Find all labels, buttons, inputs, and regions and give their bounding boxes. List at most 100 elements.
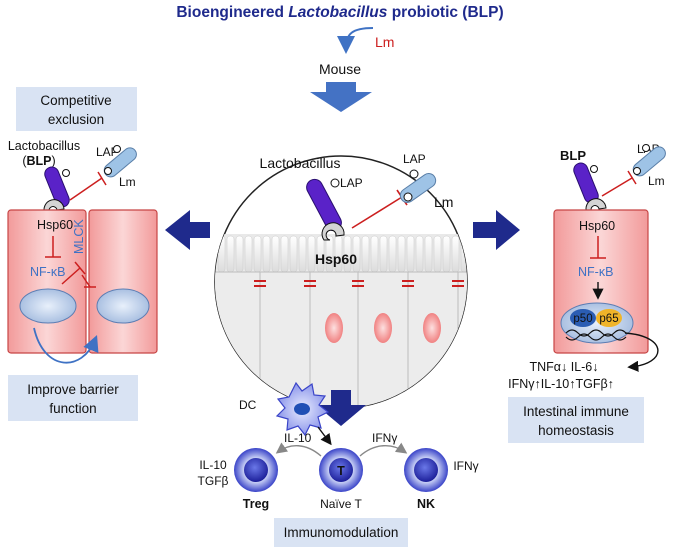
left-panel: Competitive exclusion Lactobacillus (BLP… <box>7 87 158 421</box>
left-nucleus-2 <box>96 288 150 324</box>
right-lm-label: Lm <box>648 174 665 188</box>
barrier-curved-arrow <box>33 327 99 364</box>
naive-t-label: Naïve T <box>320 497 362 511</box>
center-hsp60-label: Hsp60 <box>315 251 357 267</box>
left-blp-close: ) <box>52 154 56 168</box>
improve-barrier-box <box>8 375 138 421</box>
treg-tgfb: TGFβ <box>198 474 229 488</box>
title-italic: Lactobacillus <box>288 4 387 21</box>
right-blp-label: BLP <box>560 148 586 163</box>
cytokines-line2: IFNγ↑IL-10↑TGFβ↑ <box>508 377 614 391</box>
ifng-arrow-label: IFNγ <box>372 431 397 445</box>
left-mlck-inhibit <box>81 274 91 288</box>
mouse-down-arrow <box>310 82 372 112</box>
dc-nucleus <box>294 403 310 415</box>
top-lm-label: Lm <box>375 34 394 50</box>
dc-label: DC <box>239 398 257 412</box>
left-lactobacillus-label: Lactobacillus <box>8 139 80 153</box>
left-inhibit-line <box>69 177 103 201</box>
treg-il10: IL-10 <box>199 458 227 472</box>
center-lactobacillus-label: Lactobacillus <box>260 155 341 171</box>
treg-label: Treg <box>243 497 269 511</box>
t-to-nk-arrow <box>359 442 408 457</box>
dna-strand <box>565 333 627 341</box>
left-lap-label: LAP <box>96 145 119 159</box>
right-inhibit-line <box>601 177 633 197</box>
left-blp-open: ( <box>22 154 27 168</box>
left-blp-label: (BLP) <box>22 154 55 168</box>
cell-nucleus <box>325 313 343 343</box>
left-blp-bacterium <box>44 166 70 208</box>
left-nfkb-label: NF-κB <box>30 265 65 279</box>
cell-nucleus <box>374 313 392 343</box>
immunomodulation-box <box>274 518 408 547</box>
tight-junctions <box>254 280 464 287</box>
right-big-arrow <box>473 210 520 250</box>
nk-ifng: IFNγ <box>453 459 478 473</box>
right-nucleus <box>560 302 634 344</box>
t-label: T <box>337 464 345 478</box>
intestinal-homeostasis-line2: homeostasis <box>538 423 614 438</box>
lap-receptor <box>633 167 641 175</box>
immunomodulation-label: Immunomodulation <box>284 525 399 540</box>
lap-protein <box>590 165 598 173</box>
left-cell-2 <box>88 209 158 354</box>
immunomodulation-panel: DC T Naïve T Treg IL-10 TGFβ IL-10 NK IF… <box>198 381 479 547</box>
title-prefix: Bioengineered <box>176 4 288 21</box>
down-big-arrow <box>316 390 366 426</box>
dna-strand <box>565 329 627 337</box>
naive-t-core <box>329 458 353 482</box>
dc-to-t-arrow <box>317 426 332 446</box>
t-to-treg-arrow <box>275 442 322 457</box>
title-suffix: probiotic (BLP) <box>387 4 503 21</box>
lap-receptor <box>642 144 650 152</box>
transcription-curved-arrow <box>624 332 659 372</box>
intestinal-homeostasis-box <box>508 397 644 443</box>
right-inhibit-bar <box>627 170 637 185</box>
left-lm-label: Lm <box>119 175 136 189</box>
right-nfkb-label: NF-κB <box>578 265 613 279</box>
improve-barrier-line1: Improve barrier <box>27 382 119 397</box>
p65-subunit <box>596 309 622 327</box>
left-inhibit-bar <box>97 171 107 186</box>
lap-receptor <box>104 167 112 175</box>
center-lap-bacterium-label: LAP <box>340 176 363 190</box>
p50-label: p50 <box>573 313 592 325</box>
treg-core <box>244 458 268 482</box>
lap-receptor <box>113 145 121 153</box>
center-lm-label: Lm <box>434 194 453 210</box>
right-panel: BLP LAP Lm Hsp60 NF-κB p50 p65 TNFα↓ IL-… <box>508 142 666 443</box>
competitive-exclusion-box <box>16 87 137 131</box>
left-nfkb-inhibit-bar <box>74 261 86 275</box>
title: Bioengineered Lactobacillus probiotic (B… <box>176 4 503 21</box>
mouse-label: Mouse <box>319 61 361 77</box>
lap-receptor <box>409 169 419 179</box>
left-nfkb-inhibit <box>61 267 81 285</box>
intestinal-homeostasis-line1: Intestinal immune <box>523 404 629 419</box>
improve-barrier-line2: function <box>49 401 96 416</box>
center-inhibit-line <box>351 196 403 229</box>
intestinal-epithelium-circle: Lactobacillus LAP Hsp60 LAP Lm <box>214 152 468 409</box>
left-hsp60-label: Hsp60 <box>37 218 73 232</box>
cell-nucleus <box>423 313 441 343</box>
right-hsp60-label: Hsp60 <box>579 219 615 233</box>
competitive-exclusion-line2: exclusion <box>48 112 104 127</box>
il10-arrow-label: IL-10 <box>284 431 312 445</box>
cytokines-line1: TNFα↓ IL-6↓ <box>529 360 598 374</box>
center-lap-label: LAP <box>403 152 426 166</box>
left-mlck-label: MLCK <box>72 219 86 254</box>
competitive-exclusion-line1: Competitive <box>40 93 111 108</box>
p50-subunit <box>570 309 596 327</box>
left-big-arrow <box>165 210 210 250</box>
lap-receptor <box>403 192 413 202</box>
lap-protein <box>330 178 340 188</box>
lm-addition-arrow <box>337 27 374 54</box>
left-nucleus-1 <box>19 288 77 324</box>
left-lm-bacterium <box>103 147 137 178</box>
nk-core <box>414 458 438 482</box>
nk-label: NK <box>417 497 435 511</box>
hsp60-receptor <box>321 222 345 241</box>
left-blp-text: BLP <box>27 154 52 168</box>
p65-label: p65 <box>599 313 618 325</box>
lap-protein <box>62 169 70 177</box>
